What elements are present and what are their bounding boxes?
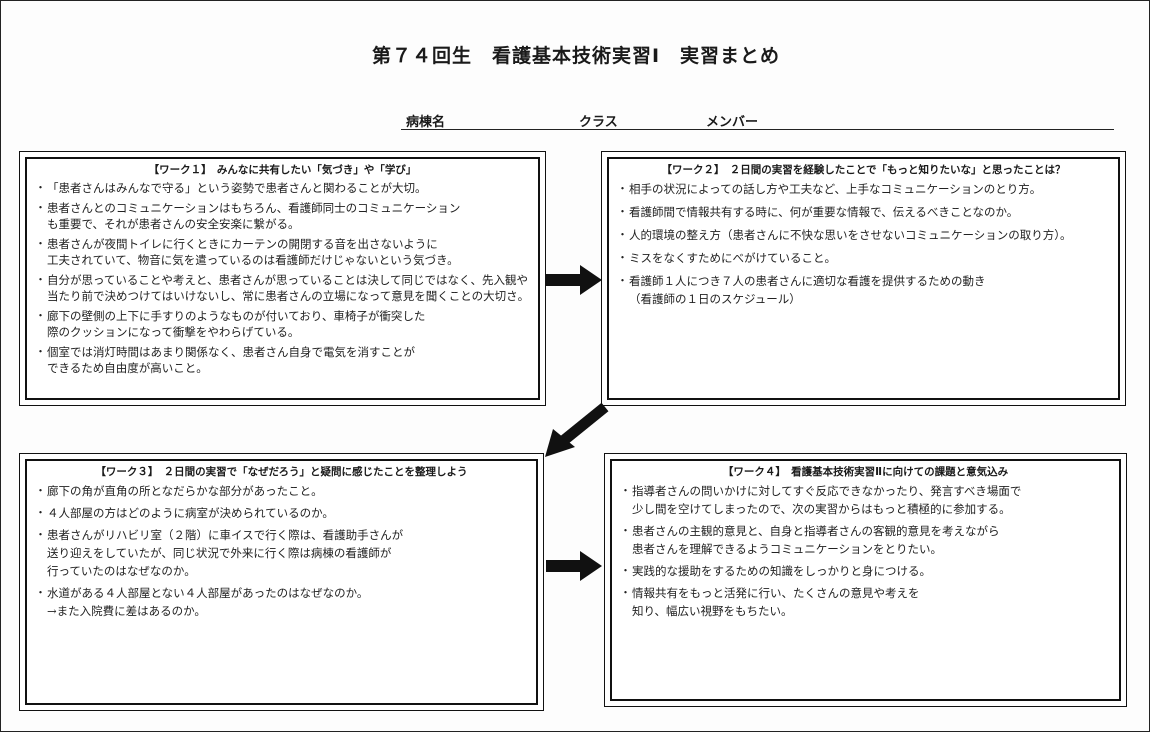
- work1-list-item: ・患者さんが夜間トイレに行くときにカーテンの開閉する音を出さないように工夫されて…: [35, 236, 530, 269]
- work1-item-text: 「患者さんはみんなで守る」という姿勢で患者さんと関わることが大切。: [47, 181, 427, 195]
- arrow-right-icon: [546, 265, 602, 295]
- work3-list-item: ・水道がある４人部屋とない４人部屋があったのはなぜなのか。 →また入院費に差はある…: [35, 584, 528, 620]
- work4-title: 【ワーク４】 看護基本技術実習Ⅱに向けての課題と意気込み: [722, 466, 1009, 478]
- work4-list-item: ・患者さんの主観的意見と、自身と指導者さんの客観的意見を考えながら患者さんを理解…: [620, 522, 1111, 558]
- bullet-icon: ・: [617, 251, 628, 264]
- arrow-down-left-icon: [545, 402, 609, 457]
- bullet-icon: ・: [617, 182, 628, 195]
- bullet-icon: ・: [620, 586, 631, 599]
- work1-item-text: 廊下の壁側の上下に手すりのようなものが付いており、車椅子が衝突した: [47, 308, 426, 323]
- work2-item-text: （看護師の１日のスケジュール）: [629, 292, 801, 306]
- bullet-icon: ・: [35, 344, 46, 358]
- bullet-icon: ・: [35, 528, 46, 541]
- info-row: 病棟名 クラス メンバー: [401, 111, 1114, 130]
- member-label: メンバー: [706, 115, 759, 130]
- work1-item-text: できるため自由度が高いこと。: [47, 361, 208, 375]
- work1-item-text: 当たり前で決めつけてはいけないし、常に患者さんの立場になって意見を聞くことの大切…: [47, 289, 530, 303]
- work1-item-text: 患者さんとのコミュニケーションはもちろん、看護師同士のコミュニケーション: [47, 200, 461, 215]
- work1-item-text: 個室では消灯時間はあまり関係なく、患者さん自身で電気を消すことが: [47, 344, 415, 359]
- work2-list-item: ・ミスをなくすためにべがけていること。: [617, 249, 1110, 267]
- bullet-icon: ・: [620, 484, 631, 497]
- work3-list-item: ・廊下の角が直角の所となだらかな部分があったこと。: [35, 482, 528, 500]
- bullet-icon: ・: [35, 272, 46, 286]
- bullet-icon: ・: [617, 274, 628, 287]
- work3-item-text: 行っていたのはなぜなのか。: [47, 564, 196, 578]
- work2-item-text: 看護師１人につき７人の患者さんに適切な看護を提供するための動き: [629, 274, 986, 288]
- work3-item-text: ４人部屋の方はどのように病室が決められているのか。: [47, 506, 334, 520]
- bullet-icon: ・: [617, 228, 628, 241]
- bullet-icon: ・: [35, 308, 46, 322]
- work1-list-item: ・患者さんとのコミュニケーションはもちろん、看護師同士のコミュニケーションも重要…: [35, 200, 530, 233]
- work1-item-text: も重要で、それが患者さんの安全安楽に繋がる。: [47, 217, 300, 231]
- work1-item-text: 工夫されていて、物音に気を遣っているのは看護師だけじゃないという気づき。: [47, 253, 459, 267]
- work1-item-text: 患者さんが夜間トイレに行くときにカーテンの開閉する音を出さないように: [47, 236, 438, 251]
- work1-title: 【ワーク１】 みんなに共有したい「気づき」や「学び」: [148, 164, 417, 176]
- work2-list-item: ・看護師１人につき７人の患者さんに適切な看護を提供するための動き （看護師の１日の…: [617, 272, 1110, 308]
- work3-list-item: ・４人部屋の方はどのように病室が決められているのか。: [35, 504, 528, 522]
- work1-item-text: 自分が思っていることや考えと、患者さんが思っていることは決して同じではなく、先入…: [47, 272, 529, 287]
- bullet-icon: ・: [620, 524, 631, 537]
- work2-list-item: ・人的環境の整え方（患者さんに不快な思いをさせないコミュニケーションの取り方）。: [617, 226, 1110, 244]
- work4-list-item: ・情報共有をもっと活発に行い、たくさんの意見や考えを知り、幅広い視野をもちたい。: [620, 584, 1111, 620]
- work1-list-item: ・「患者さんはみんなで守る」という姿勢で患者さんと関わることが大切。: [35, 180, 530, 197]
- work1-item-text: 際のクッションになって衝撃をやわらげている。: [47, 325, 300, 339]
- work4-list-item: ・指導者さんの問いかけに対してすぐ反応できなかったり、発言すべき場面で少し間を空…: [620, 482, 1111, 518]
- work1-box: 【ワーク１】 みんなに共有したい「気づき」や「学び」 ・「患者さんはみんなで守る…: [19, 151, 546, 406]
- work3-list-item: ・患者さんがリハビリ室（２階）に車イスで行く際は、看護助手さんが送り迎えをしてい…: [35, 526, 528, 580]
- work4-item-text: 少し間を空けてしまったので、次の実習からはもっと積極的に参加する。: [632, 502, 1011, 516]
- work3-title: 【ワーク３】 ２日間の実習で「なぜだろう」と疑問に感じたことを整理しよう: [95, 466, 468, 478]
- work3-item-text: →また入院費に差はあるのか。: [47, 604, 206, 618]
- ward-label: 病棟名: [406, 115, 446, 130]
- bullet-icon: ・: [35, 181, 46, 194]
- work2-item-text: 人的環境の整え方（患者さんに不快な思いをさせないコミュニケーションの取り方）。: [629, 228, 1072, 242]
- work2-title: 【ワーク２】 ２日間の実習を経験したことで「もっと知りたいな」と思ったことは？: [661, 164, 1066, 176]
- work3-item-text: 廊下の角が直角の所となだらかな部分があったこと。: [47, 484, 323, 498]
- bullet-icon: ・: [35, 236, 46, 250]
- work4-item-text: 患者さんを理解できるようコミュニケーションをとりたい。: [632, 542, 943, 556]
- work1-list-item: ・廊下の壁側の上下に手すりのようなものが付いており、車椅子が衝突した際のクッショ…: [35, 308, 530, 341]
- bullet-icon: ・: [35, 506, 46, 519]
- work4-list: ・指導者さんの問いかけに対してすぐ反応できなかったり、発言すべき場面で少し間を空…: [620, 482, 1111, 620]
- bullet-icon: ・: [35, 484, 46, 497]
- work2-box: 【ワーク２】 ２日間の実習を経験したことで「もっと知りたいな」と思ったことは？ …: [601, 151, 1126, 406]
- work2-inner-frame: 【ワーク２】 ２日間の実習を経験したことで「もっと知りたいな」と思ったことは？ …: [607, 157, 1120, 400]
- work3-box: 【ワーク３】 ２日間の実習で「なぜだろう」と疑問に感じたことを整理しよう ・廊下…: [19, 453, 544, 711]
- work2-list-item: ・看護師間で情報共有する時に、何が重要な情報で、伝えるべきことなのか。: [617, 203, 1110, 221]
- work3-item-text: 患者さんがリハビリ室（２階）に車イスで行く際は、看護助手さんが: [47, 528, 404, 542]
- work4-item-text: 実践的な援助をするための知識をしっかりと身につける。: [632, 564, 931, 578]
- work3-item-text: 送り迎えをしていたが、同じ状況で外来に行く際は病棟の看護師が: [47, 546, 392, 560]
- work2-item-text: ミスをなくすためにべがけていること。: [629, 251, 836, 265]
- class-label: クラス: [579, 115, 618, 130]
- work3-item-text: 水道がある４人部屋とない４人部屋があったのはなぜなのか。: [47, 586, 369, 600]
- arrow-right-icon: [546, 551, 602, 581]
- work2-list-item: ・相手の状況によっての話し方や工夫など、上手なコミュニケーションのとり方。: [617, 180, 1110, 198]
- work4-item-text: 指導者さんの問いかけに対してすぐ反応できなかったり、発言すべき場面で: [632, 484, 1022, 498]
- work4-item-text: 患者さんの主観的意見と、自身と指導者さんの客観的意見を考えながら: [632, 524, 1000, 538]
- bullet-icon: ・: [620, 564, 631, 577]
- work2-item-text: 相手の状況によっての話し方や工夫など、上手なコミュニケーションのとり方。: [629, 182, 1042, 196]
- work1-list-item: ・自分が思っていることや考えと、患者さんが思っていることは決して同じではなく、先…: [35, 272, 530, 305]
- work2-item-text: 看護師間で情報共有する時に、何が重要な情報で、伝えるべきことなのか。: [629, 205, 1019, 219]
- work2-list: ・相手の状況によっての話し方や工夫など、上手なコミュニケーションのとり方。・看護…: [617, 180, 1110, 308]
- bullet-icon: ・: [35, 586, 46, 599]
- work3-list: ・廊下の角が直角の所となだらかな部分があったこと。・４人部屋の方はどのように病室…: [35, 482, 528, 620]
- work4-item-text: 情報共有をもっと活発に行い、たくさんの意見や考えを: [632, 586, 920, 600]
- work4-box: 【ワーク４】 看護基本技術実習Ⅱに向けての課題と意気込み ・指導者さんの問いかけ…: [604, 453, 1127, 707]
- work1-list: ・「患者さんはみんなで守る」という姿勢で患者さんと関わることが大切。・患者さんと…: [35, 180, 530, 377]
- page-title: 第７４回生 看護基本技術実習Ⅰ 実習まとめ: [371, 45, 781, 67]
- work4-list-item: ・実践的な援助をするための知識をしっかりと身につける。: [620, 562, 1111, 580]
- bullet-icon: ・: [35, 200, 46, 214]
- work1-inner-frame: 【ワーク１】 みんなに共有したい「気づき」や「学び」 ・「患者さんはみんなで守る…: [25, 157, 540, 400]
- work1-list-item: ・個室では消灯時間はあまり関係なく、患者さん自身で電気を消すことができるため自由…: [35, 344, 530, 377]
- work4-inner-frame: 【ワーク４】 看護基本技術実習Ⅱに向けての課題と意気込み ・指導者さんの問いかけ…: [610, 459, 1121, 701]
- work4-item-text: 知り、幅広い視野をもちたい。: [632, 604, 793, 618]
- bullet-icon: ・: [617, 205, 628, 218]
- work3-inner-frame: 【ワーク３】 ２日間の実習で「なぜだろう」と疑問に感じたことを整理しよう ・廊下…: [25, 459, 538, 705]
